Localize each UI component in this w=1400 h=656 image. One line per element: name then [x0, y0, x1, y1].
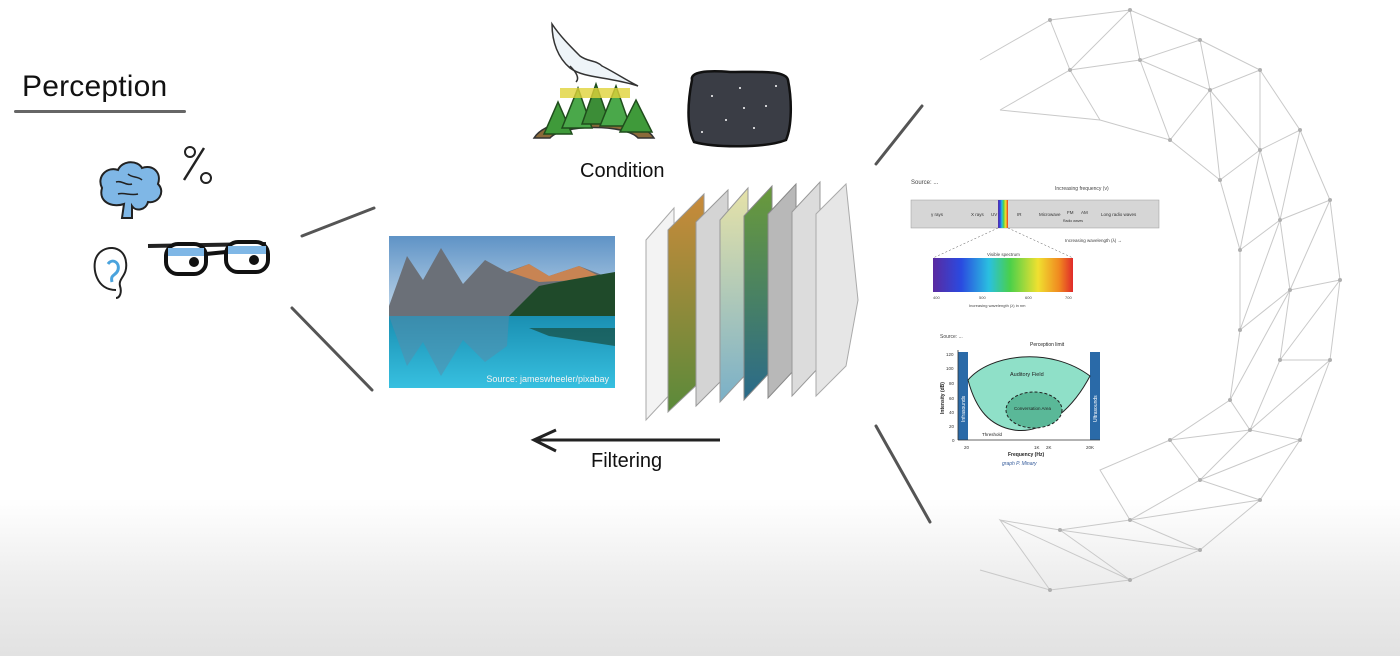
band-label: FM — [1067, 210, 1074, 215]
filtering-arrow — [530, 428, 720, 453]
network-graph — [979, 8, 1342, 592]
threshold-label: Threshold — [982, 432, 1003, 437]
y-tick: 0 — [952, 438, 955, 443]
glasses-icon — [147, 240, 270, 276]
y-tick: 60 — [949, 396, 955, 401]
visible-tick: 400 — [933, 295, 940, 300]
auditory-field-label: Auditory Field — [1010, 372, 1044, 378]
y-tick: 120 — [946, 352, 954, 357]
y-tick: 100 — [946, 366, 954, 371]
spectrum-band — [910, 199, 1160, 229]
y-tick: 80 — [949, 381, 955, 386]
auditory-field-chart: Source: ... Infrasounds Ultrasounds Perc… — [940, 334, 1100, 467]
auditory-source: Source: ... — [940, 334, 963, 340]
band-label: IR — [1017, 212, 1022, 217]
condition-label: Condition — [580, 160, 665, 182]
title-underline — [14, 110, 186, 113]
band-label: Long radio waves — [1101, 212, 1137, 217]
visible-tick: 700 — [1065, 295, 1072, 300]
ultrasounds-label: Ultrasounds — [1093, 395, 1099, 422]
mountain-lake-image — [389, 236, 615, 388]
night-sky-icon — [687, 70, 792, 148]
y-axis-label: Intensity (dB) — [940, 382, 946, 414]
mountain-lake-photo: Source: jameswheeler/pixabay — [389, 236, 615, 388]
page-title: Perception — [22, 70, 168, 103]
ultrasounds-band — [1090, 352, 1100, 440]
forest-icon — [532, 81, 656, 139]
spectrum-source: Source: ... — [911, 180, 939, 186]
y-tick: 40 — [949, 410, 955, 415]
ear-icon — [93, 247, 128, 299]
visible-spectrum-label: Visible spectrum — [987, 252, 1020, 257]
connector-line — [874, 104, 924, 166]
visible-tick: 600 — [1025, 295, 1032, 300]
perception-limit-label: Perception limit — [1030, 342, 1065, 348]
connector-line — [290, 306, 374, 392]
x-tick: 20K — [1086, 445, 1094, 450]
infrasounds-label: Infrasounds — [961, 395, 967, 422]
filtering-label: Filtering — [591, 450, 663, 472]
band-label: Microwave — [1039, 212, 1061, 217]
x-tick: 2K — [1046, 445, 1052, 450]
band-label: AM — [1081, 210, 1088, 215]
visible-spectrum-bar — [933, 258, 1073, 292]
bird-icon — [551, 21, 639, 87]
radio-waves-label: Radio waves — [1063, 219, 1083, 223]
band-label: X rays — [971, 212, 985, 217]
spectrum-bottom-label: Increasing wavelength (λ) → — [1065, 238, 1122, 243]
band-label: UV — [991, 212, 997, 217]
visible-axis-label: Increasing wavelength (λ) in nm — [969, 303, 1026, 308]
x-axis-label: Frequency (Hz) — [1008, 452, 1044, 458]
brain-icon — [99, 161, 163, 219]
visible-tick: 500 — [979, 295, 986, 300]
connector-line — [300, 206, 376, 238]
photo-credit: Source: jameswheeler/pixabay — [486, 374, 609, 384]
y-tick: 20 — [949, 424, 955, 429]
conversation-area-label: Conversation Area — [1014, 406, 1052, 411]
condition-icons — [532, 21, 792, 148]
spectrum-top-label: Increasing frequency (ν) — [1055, 186, 1109, 192]
x-tick: 1K — [1034, 445, 1040, 450]
percent-icon — [182, 146, 212, 184]
infrasounds-band — [958, 352, 968, 440]
auditory-credit: graph P. Minary — [1002, 461, 1037, 467]
visible-band-marker — [998, 200, 1008, 228]
electromagnetic-spectrum-chart: Source: ... Increasing frequency (ν) γ r… — [910, 180, 1160, 308]
conversation-area-shape — [1005, 391, 1063, 429]
layer-stack — [645, 180, 859, 422]
perception-icons — [93, 146, 270, 299]
connector-line — [874, 424, 932, 524]
x-tick: 20 — [964, 445, 970, 450]
band-label: γ rays — [931, 212, 944, 217]
layer — [815, 182, 859, 398]
